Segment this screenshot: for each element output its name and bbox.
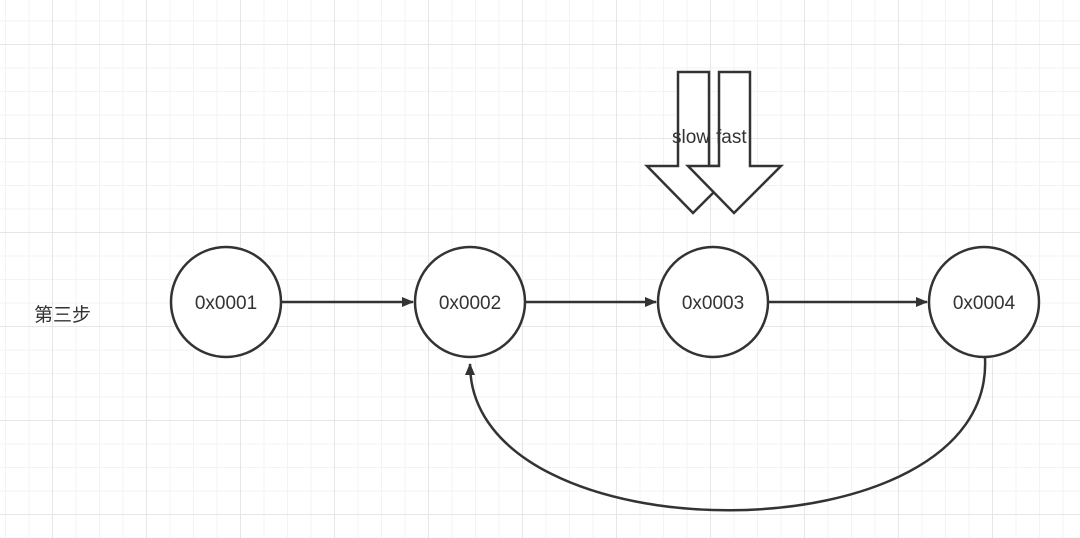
step-label: 第三步 <box>34 304 92 326</box>
node-label: 0x0002 <box>439 293 501 314</box>
node-label: 0x0003 <box>682 293 744 314</box>
slow-pointer-label: slow <box>672 127 710 148</box>
node-0x0001: 0x0001 <box>169 245 283 359</box>
fast-pointer-arrow <box>685 70 785 215</box>
fast-pointer-label: fast <box>716 127 747 148</box>
node-0x0002: 0x0002 <box>413 245 527 359</box>
edge-n4-n2-loop <box>465 357 987 512</box>
node-label: 0x0004 <box>953 293 1016 314</box>
node-label: 0x0001 <box>195 293 257 314</box>
node-0x0003: 0x0003 <box>656 245 770 359</box>
node-0x0004: 0x0004 <box>927 245 1041 359</box>
